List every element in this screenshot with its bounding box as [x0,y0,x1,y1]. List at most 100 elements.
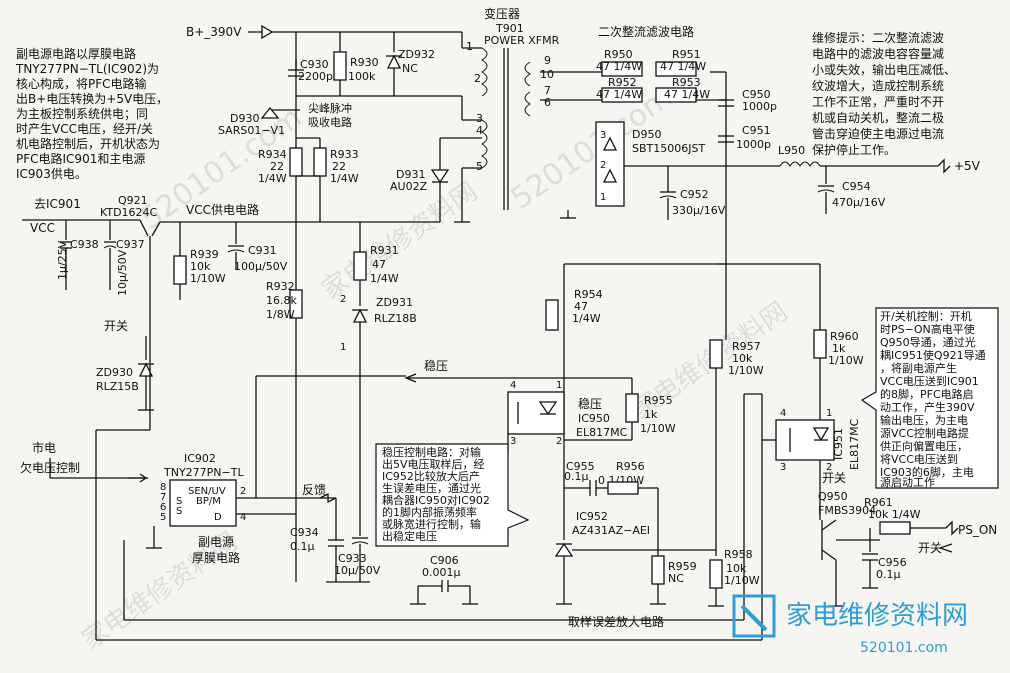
mains-label: 市电 [32,440,56,455]
c951-ref: C951 [742,124,771,137]
xfmr-pin-9: 9 [544,54,551,67]
note-left-line-9: IC903供电。 [16,167,87,181]
c938-ref: C938 [70,238,99,251]
r953-val: 47 1/4W [664,88,710,101]
r959-ref: R959 [668,560,697,573]
note-reg-line-6: 的1脚内部振荡频率 [382,505,477,519]
r957-ref: R957 [732,340,761,353]
feedback-label: 反馈 [302,483,326,497]
vcc-circuit-label: VCC供电电路 [186,202,259,217]
note-ps-line-1: 开/关机控制：开机 [880,309,972,323]
q950-part: FMBS3904 [818,504,876,517]
r961-ref: R961 [864,496,893,509]
note-ps-line-8: 动工作，产生390V [880,400,975,414]
xfmr-pin-6: 6 [544,96,551,109]
note-ps-line-3: Q950导通，通过光 [880,335,976,349]
note-repair-line-6: 机或自动关机，整流二极 [812,110,944,125]
note-ps-line-7: 的8脚，PFC电路启 [880,387,974,401]
c930-ref: C930 [300,58,329,71]
ic902-ref: IC902 [184,452,216,465]
aux-module-label-2: 厚膜电路 [192,550,240,565]
output-5v-label: +5V [954,159,981,173]
c954-ref: C954 [842,180,871,193]
r957-val: 10k [732,352,753,365]
ic902-pin-2: 2 [240,486,246,497]
switch-label-right: 开关 [822,471,846,485]
l950-label: L950 [778,144,805,157]
spike-absorber: C930 2200p R930 100k ZD932 NC D930 SARS0… [218,32,435,520]
note-reg-line-3: IC952比较放大后产 [382,469,480,483]
c931-ref: C931 [248,244,277,257]
zd930-ref: ZD930 [96,366,133,379]
xfmr-pin-5: 5 [476,160,483,173]
ic902-block: 市电 欠电压控制 IC902 TNY277PN−TL SEN/UV BP/M S… [20,440,336,565]
xfmr-pin-2: 2 [474,72,481,85]
r951-ref: R951 [672,48,701,61]
r934-r933: R934 22 1/4W R933 22 1/4W [258,137,359,185]
c906-ref: C906 [430,554,459,567]
r954-pow: 1/4W [572,312,601,325]
r956-ref: R956 [616,460,645,473]
r955-pow: 1/10W [640,422,676,435]
secondary-rectifier: 二次整流滤波电路 R950 47 1/4W R951 47 1/4W R952 … [540,24,981,220]
c937-ref: C937 [116,238,145,251]
c906-val: 0.001μ [422,566,461,579]
zd931-ref: ZD931 [376,296,413,309]
note-repair: 维修提示：二次整流滤波 电路中的滤波电容容量减 小或失效，输出电压减低、 纹波增… [812,30,956,157]
ic950-func: 稳压 [578,396,602,411]
r950-ref: R950 [604,48,633,61]
ic952-part: AZ431AZ−AEI [572,524,650,537]
note-ps-line-10: 源VCC控制电路提 [880,426,969,440]
ic950-part: EL817MC [576,426,628,439]
d930-ref: D930 [230,112,259,125]
d931-val: AU02Z [390,180,428,193]
c950-val: 1000p [742,100,777,113]
note-reg-line-7: 或脉宽进行控制，输 [382,517,481,531]
zd930-val: RLZ15B [96,380,139,393]
d950-pin-1: 1 [600,192,606,203]
c956-val: 0.1μ [876,568,901,581]
ic902-pin-s2: S [176,506,182,517]
aux-module-label-1: 副电源 [198,535,234,549]
note-power-switch: 开/关机控制：开机 时PS−ON高电平使 Q950导通，通过光 耦IC951使Q… [860,307,999,489]
ic950-pin-1: 1 [556,380,562,391]
r958-pow: 1/10W [724,574,760,587]
xfmr-pin-1: 1 [466,40,473,53]
c955-ref: C955 [566,460,595,473]
ic902-pin-d: D [214,512,222,523]
note-left-line-4: 出B+电压转换为+5V电压， [16,91,168,106]
feedback-caps: 反馈 C934 0.1μ C933 10μ/50V C906 0.001μ [290,380,478,605]
d950-pin-2: 2 [600,160,606,171]
r951-val: 47 1/4W [660,60,706,73]
t901-label: T901 [495,22,524,35]
ic902-pin-7: 7 [160,492,166,503]
r961-val: 10k 1/4W [868,508,921,521]
sampling-amp-label: 取样误差放大电路 [568,614,664,629]
note-repair-line-8: 保护停止工作。 [812,142,896,157]
note-regulation: 稳压控制电路：对输 出5V电压取样后，经 IC952比较放大后产 生误差电压，通… [375,443,530,547]
to-ic901-label: 去IC901 [34,197,81,211]
r934-pow: 1/4W [258,172,287,185]
note-ps-line-13: IC903的6脚，主电 [880,465,974,479]
r958-val: 10k [726,562,747,575]
ic902-pin-6: 6 [160,502,166,513]
c950-ref: C950 [742,88,771,101]
r939-val: 10k [190,260,211,273]
r931-r932-zd931: R931 47 1/4W ZD931 RLZ18B R932 16.8k 1/8… [266,222,417,380]
r957-pow: 1/10W [728,364,764,377]
ic952-block: C955 0.1μ R956 0 1/10W IC952 AZ431AZ−AEI… [554,440,697,629]
note-left-line-5: 为主板控制系统供电；同 [16,107,148,121]
r939-pow: 1/10W [190,272,226,285]
secondary-filter-label: 二次整流滤波电路 [598,24,694,39]
ic950-pin-3: 3 [510,436,516,447]
c952-ref: C952 [680,188,709,201]
ic950-block: 稳压 R954 47 1/4W 4 3 1 2 稳压 IC950 EL817MC… [404,263,726,447]
q950-ref: Q950 [818,490,848,503]
xfmr-pin-7: 7 [544,84,551,97]
q921-ref: Q921 [118,194,148,207]
ic951-pin-3: 3 [780,462,786,473]
zd931-val: RLZ18B [374,312,417,325]
note-ps-line-5: ，将副电源产生 [880,361,957,375]
